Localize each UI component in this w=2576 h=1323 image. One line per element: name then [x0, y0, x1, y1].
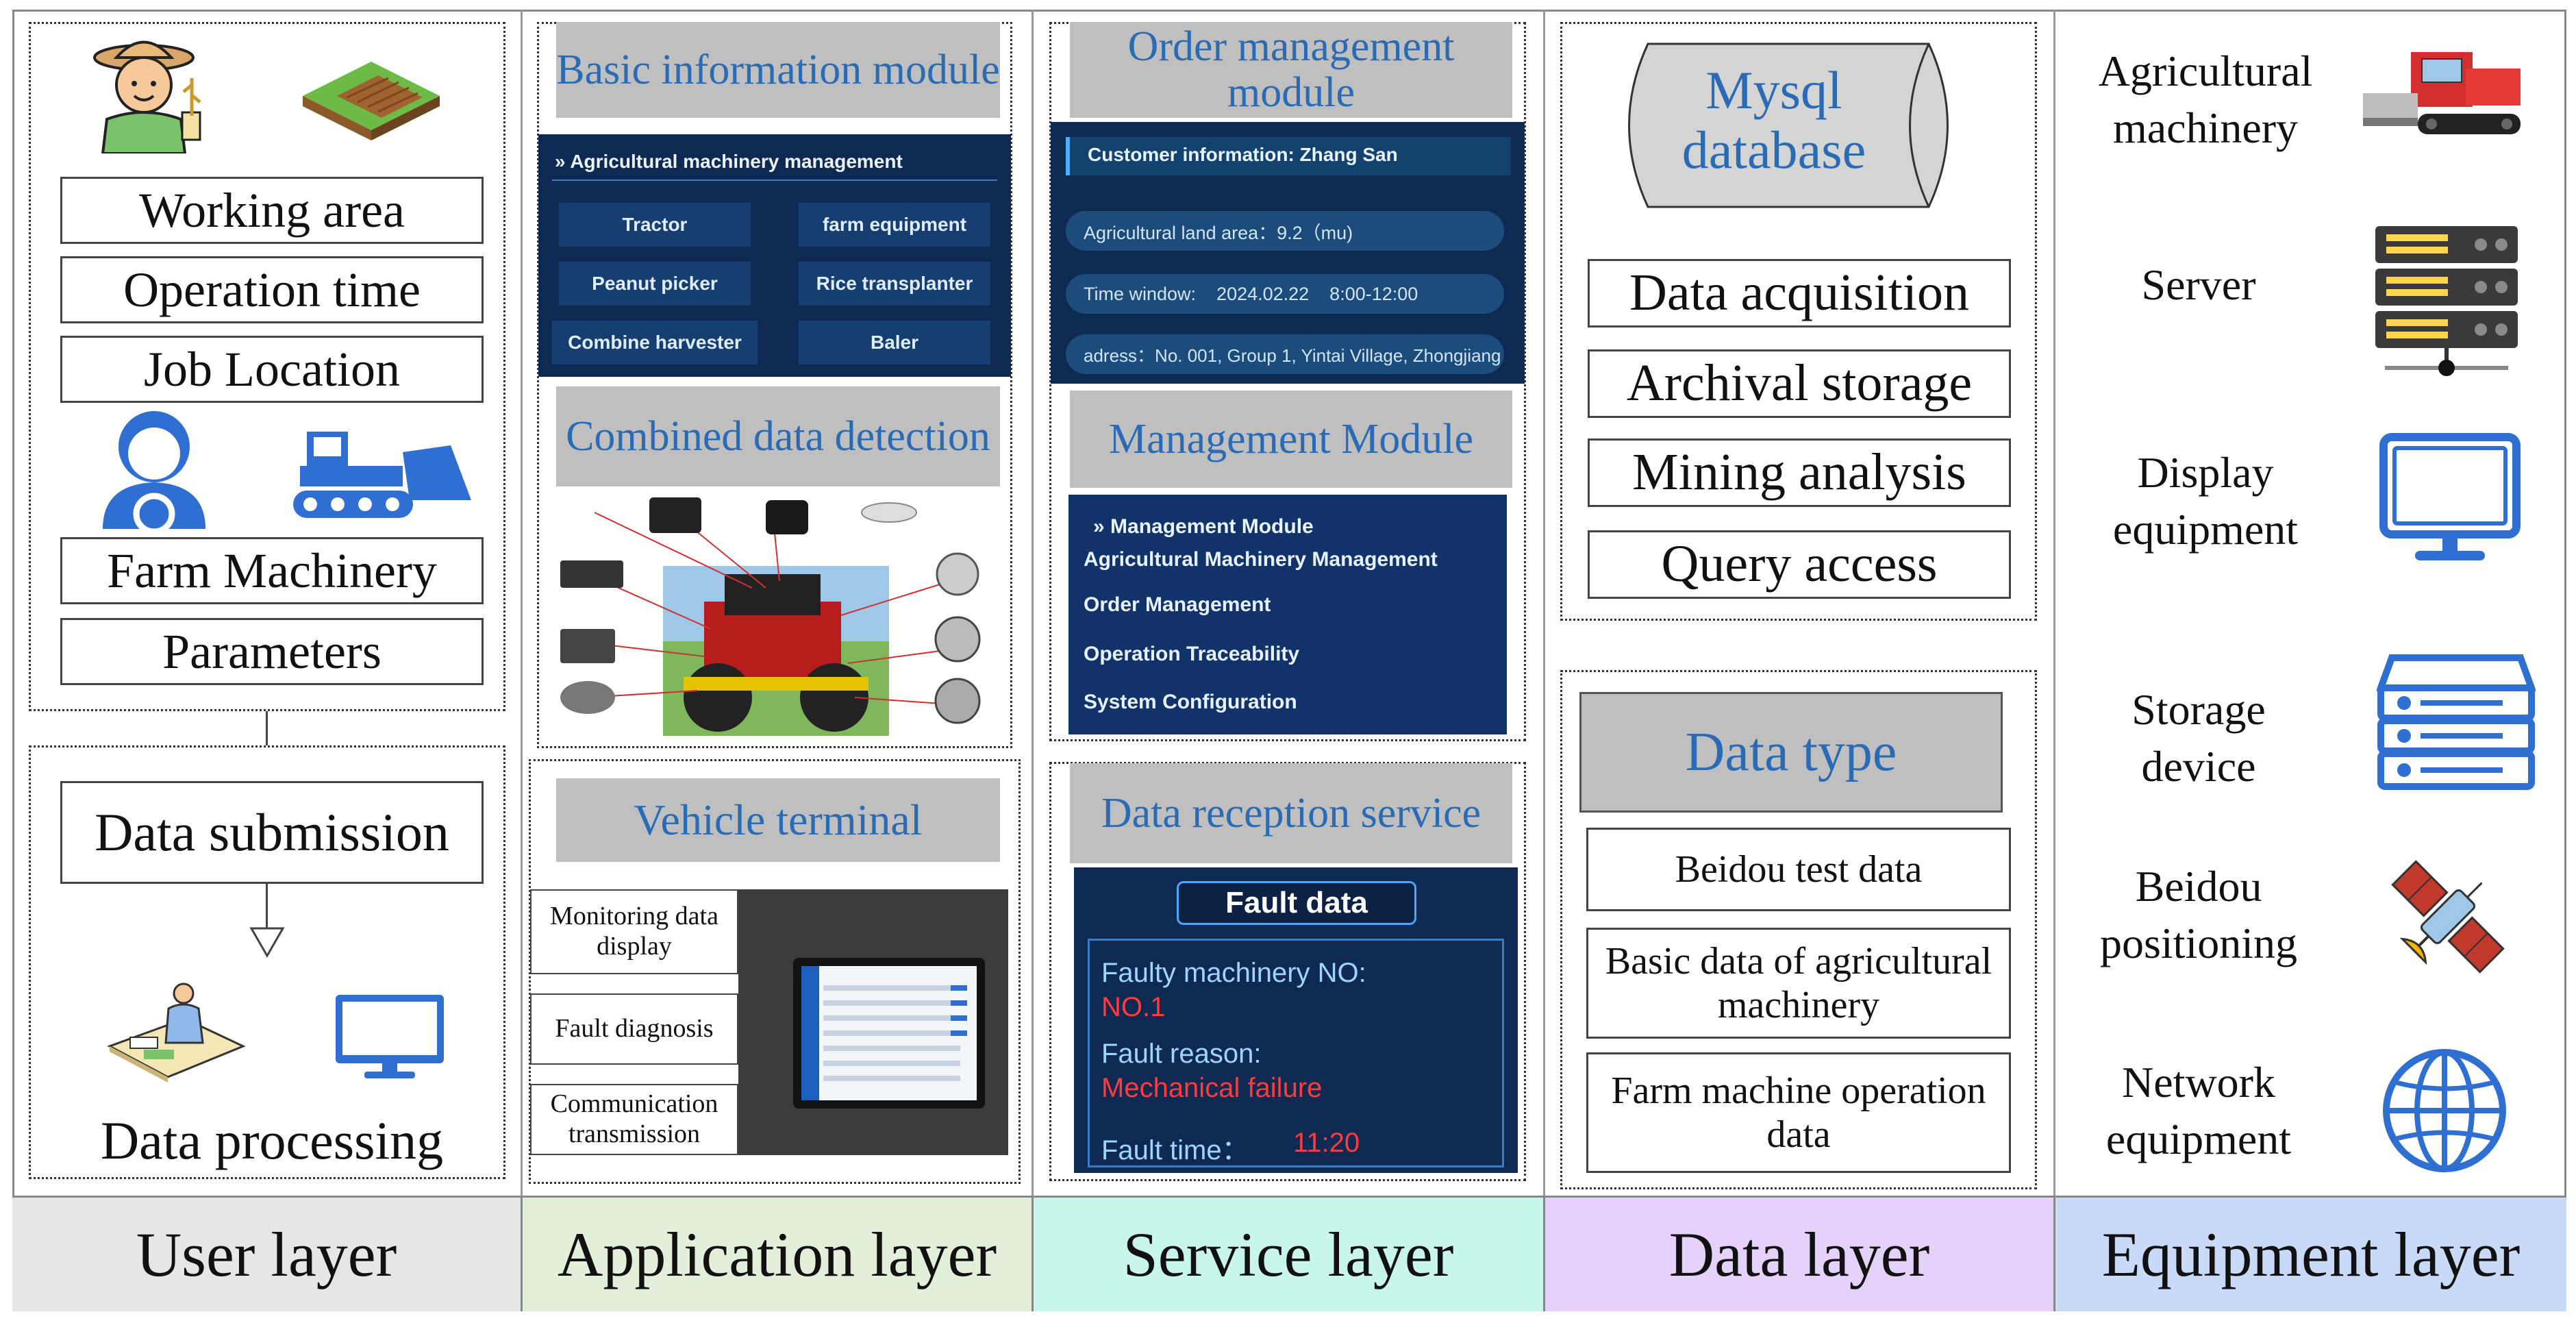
user-item-2: Job Location: [60, 336, 484, 403]
fault-data-panel: Fault data Faulty machinery NO: NO.1 Fau…: [1074, 867, 1518, 1173]
fault-data-title: Fault data: [1177, 881, 1416, 925]
fault-reason-value: Mechanical failure: [1101, 1073, 1323, 1103]
desk-worker-icon: [107, 982, 246, 1083]
database-cylinder: [1628, 42, 1949, 208]
equipment-layer-label: Equipment layer: [2053, 1196, 2566, 1311]
user-item-4: Parameters: [60, 618, 484, 685]
machinery-peanut-picker[interactable]: Peanut picker: [559, 262, 751, 306]
divider-4: [2053, 10, 2055, 1311]
database-label: Mysql database: [1681, 60, 1866, 180]
user-layer-label: User layer: [12, 1196, 521, 1311]
data-function-3: Query access: [1588, 530, 2011, 599]
panel-header: » Agricultural machinery management: [555, 151, 903, 172]
menu-order-management[interactable]: Order Management: [1084, 593, 1271, 616]
equipment-label-3: Storage device: [2131, 685, 2266, 791]
management-module-title: Management Module: [1070, 391, 1512, 488]
menu-system-configuration[interactable]: System Configuration: [1084, 691, 1297, 713]
data-function-2: Mining analysis: [1588, 438, 2011, 507]
data-type-2: Farm machine operation data: [1586, 1052, 2011, 1173]
user-item-1: Operation time: [60, 256, 484, 323]
machinery-baler[interactable]: Baler: [799, 321, 990, 364]
server-icon: [2375, 226, 2518, 376]
fault-frame: [1088, 939, 1504, 1167]
database-group: [1560, 22, 2037, 621]
arrow-shaft: [266, 884, 268, 928]
storage-icon: [2377, 654, 2536, 790]
machinery-rice-transplanter[interactable]: Rice transplanter: [799, 262, 990, 306]
monitor-icon: [2379, 433, 2521, 560]
divider-2: [1031, 10, 1034, 1311]
arrow-down-icon: [249, 927, 285, 958]
customer-info: Customer information: Zhang San: [1088, 144, 1398, 165]
terminal-photo: [738, 889, 1008, 1155]
terminal-monitoring: Monitoring data display: [530, 889, 738, 974]
machinery-farm-equipment[interactable]: farm equipment: [799, 203, 990, 247]
panel-header-text: Agricultural machinery management: [570, 151, 903, 172]
data-processing-label: Data processing: [100, 1111, 444, 1170]
data-type-title: Data type: [1579, 692, 2003, 813]
equipment-label-2: Display equipment: [2112, 448, 2299, 554]
data-type-1: Basic data of agricultural machinery: [1586, 928, 2011, 1039]
computer-icon: [336, 995, 444, 1078]
data-layer-label: Data layer: [1543, 1196, 2053, 1311]
data-submission-box: Data submission: [60, 781, 484, 884]
data-type-0: Beidou test data: [1586, 828, 2011, 911]
globe-icon: [2383, 1049, 2506, 1172]
satellite-icon: [2391, 860, 2505, 974]
combined-detection-title: Combined data detection: [556, 386, 1000, 486]
management-panel-header-text: Management Module: [1110, 515, 1314, 538]
divider-3: [1543, 10, 1545, 1311]
tractor-icon: [293, 432, 471, 518]
time-window-field: Time window: 2024.02.22 8:00-12:00: [1066, 274, 1504, 314]
service-reception-group: [1049, 762, 1526, 1181]
equipment-label-5: Network equipment: [2105, 1058, 2292, 1164]
machinery-tractor[interactable]: Tractor: [559, 203, 751, 247]
land-area-field: Agricultural land area：9.2（mu): [1066, 211, 1504, 251]
harvester-icon: [2363, 52, 2521, 134]
application-layer-label: Application layer: [521, 1196, 1031, 1311]
customer-bar: [1066, 137, 1511, 175]
vehicle-terminal-group: [529, 759, 1021, 1184]
fault-reason-label: Fault reason:: [1101, 1039, 1262, 1069]
terminal-communication: Communication transmission: [530, 1084, 738, 1155]
equipment-label-0: Agricultural machinery: [2098, 47, 2313, 153]
address-field: adress：No. 001, Group 1, Yintai Village,…: [1066, 334, 1504, 374]
machinery-combine-harvester[interactable]: Combine harvester: [552, 321, 758, 364]
field-icon: [303, 62, 440, 140]
menu-machinery-management[interactable]: Agricultural Machinery Management: [1084, 548, 1438, 571]
farmer-icon: [93, 40, 201, 153]
terminal-fault-diagnosis: Fault diagnosis: [530, 993, 738, 1065]
data-function-1: Archival storage: [1588, 349, 2011, 418]
user-input-group: [29, 22, 505, 711]
fault-no-label: Faulty machinery NO:: [1101, 958, 1366, 988]
connector-line: [266, 711, 268, 745]
panel-rule: [552, 180, 997, 181]
fault-no-value: NO.1: [1101, 992, 1166, 1022]
fault-time-label: Fault time：: [1101, 1135, 1249, 1165]
user-processing-group: [29, 745, 505, 1179]
driver-icon: [103, 411, 205, 529]
data-type-group: [1560, 670, 2037, 1189]
terminal-screen-illustration: [738, 889, 1008, 1155]
data-function-0: Data acquisition: [1588, 259, 2011, 327]
fault-time-value: 11:20: [1293, 1128, 1360, 1158]
equipment-label-4: Beidou positioning: [2099, 862, 2298, 968]
management-panel-header: » Management Module: [1093, 515, 1314, 538]
user-item-3: Farm Machinery: [60, 537, 484, 604]
basic-info-title: Basic information module: [556, 22, 1000, 118]
management-panel: » Management Module Agricultural Machine…: [1068, 495, 1507, 734]
order-info-panel: Customer information: Zhang San Agricult…: [1051, 122, 1525, 384]
equipment-label-1: Server: [2141, 260, 2256, 309]
order-module-title: Order management module: [1070, 22, 1512, 118]
vehicle-terminal-title: Vehicle terminal: [556, 778, 1000, 862]
machinery-management-panel: » Agricultural machinery management Trac…: [538, 134, 1011, 377]
user-item-0: Working area: [60, 177, 484, 244]
sensor-diagram: [547, 492, 1007, 743]
reception-title: Data reception service: [1070, 763, 1512, 863]
divider-1: [521, 10, 523, 1311]
sensor-tractor-illustration: [560, 497, 981, 736]
service-layer-label: Service layer: [1031, 1196, 1543, 1311]
menu-operation-traceability[interactable]: Operation Traceability: [1084, 643, 1300, 665]
